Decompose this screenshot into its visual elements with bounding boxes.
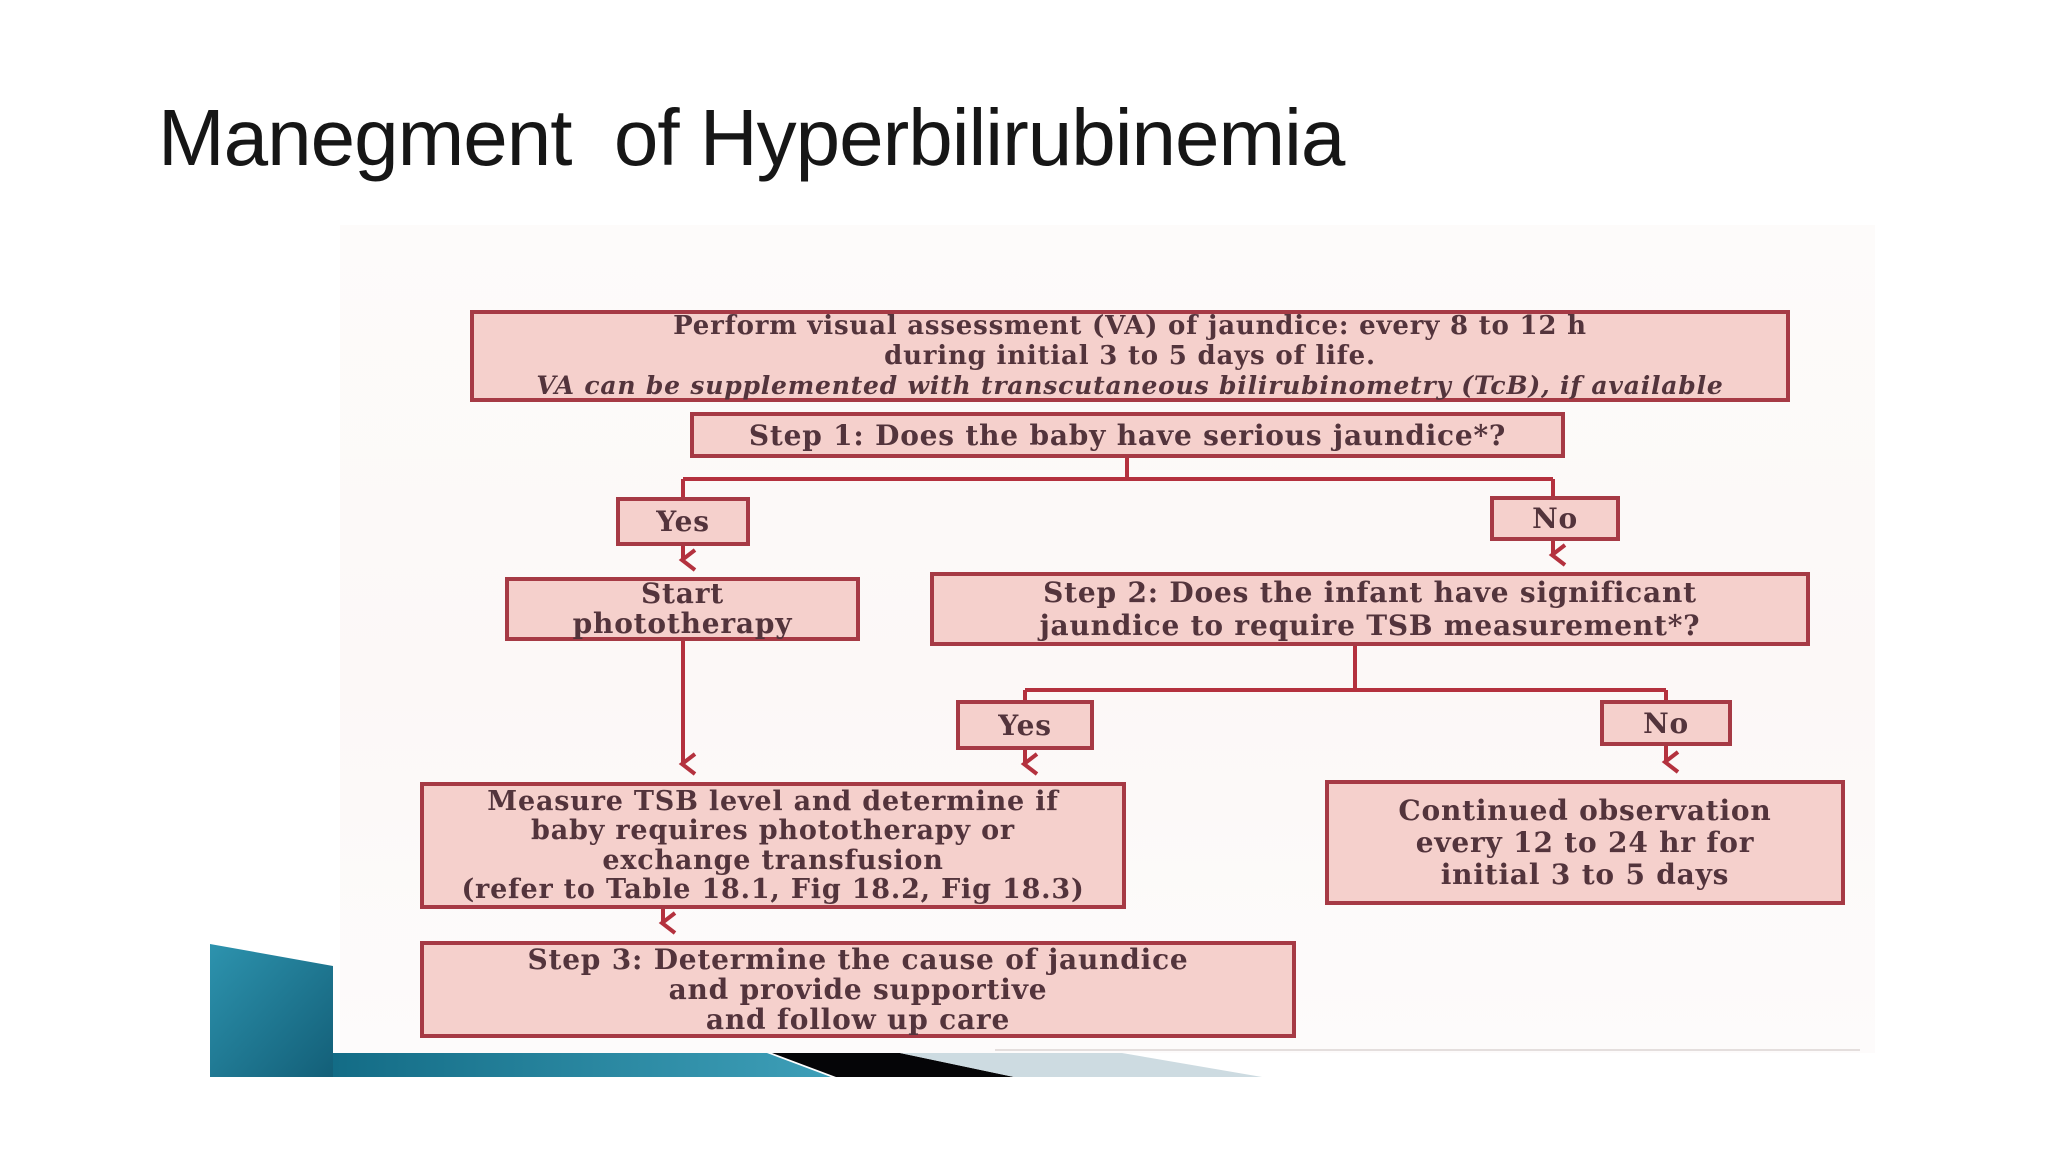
node-step1-no: No bbox=[1490, 496, 1620, 541]
node-text-line: Perform visual assessment (VA) of jaundi… bbox=[673, 311, 1587, 341]
node-text-line: Start bbox=[641, 577, 724, 610]
node-text-line: and provide supportive bbox=[668, 972, 1048, 1006]
node-start-phototherapy: Start phototherapy bbox=[505, 577, 860, 641]
node-text-line: phototherapy bbox=[572, 607, 793, 640]
node-text-line: jaundice to require TSB measurement*? bbox=[1039, 609, 1701, 642]
node-visual-assessment: Perform visual assessment (VA) of jaundi… bbox=[470, 310, 1790, 402]
slide-title: Manegment of Hyperbilirubinemia bbox=[158, 93, 1345, 182]
node-text-line: Yes bbox=[656, 505, 710, 538]
node-text-line: Step 3: Determine the cause of jaundice bbox=[527, 942, 1189, 976]
node-text-line: and follow up care bbox=[705, 1002, 1011, 1036]
node-text-line: No bbox=[1532, 502, 1578, 535]
node-text-line: every 12 to 24 hr for bbox=[1415, 825, 1755, 859]
node-step2-question: Step 2: Does the infant have significant… bbox=[930, 572, 1810, 646]
node-text-line: Step 2: Does the infant have significant bbox=[1043, 576, 1697, 609]
node-text-line: Continued observation bbox=[1398, 793, 1772, 827]
node-text-line: Yes bbox=[998, 708, 1052, 742]
deco-teal-flag bbox=[210, 944, 333, 1077]
node-text-line: during initial 3 to 5 days of life. bbox=[884, 341, 1376, 371]
node-text-line-italic: VA can be supplemented with transcutaneo… bbox=[536, 371, 1724, 400]
node-text-line: Step 1: Does the baby have serious jaund… bbox=[748, 418, 1507, 452]
node-step2-yes: Yes bbox=[956, 700, 1094, 750]
node-text-line: No bbox=[1643, 706, 1689, 740]
node-step1-yes: Yes bbox=[616, 497, 750, 546]
node-step1-question: Step 1: Does the baby have serious jaund… bbox=[690, 412, 1565, 458]
node-continued-observation: Continued observation every 12 to 24 hr … bbox=[1325, 780, 1845, 905]
node-step2-no: No bbox=[1600, 700, 1732, 746]
node-text-line: Measure TSB level and determine if bbox=[487, 785, 1059, 817]
node-measure-tsb: Measure TSB level and determine if baby … bbox=[420, 782, 1126, 909]
node-text-line: exchange transfusion bbox=[602, 844, 944, 876]
deco-gray-ribbon bbox=[900, 1053, 1262, 1077]
deco-teal-bar bbox=[333, 1053, 831, 1077]
node-text-line: baby requires phototherapy or bbox=[531, 815, 1015, 846]
node-text-line: (refer to Table 18.1, Fig 18.2, Fig 18.3… bbox=[461, 874, 1085, 905]
node-step3-determine-cause: Step 3: Determine the cause of jaundice … bbox=[420, 941, 1296, 1038]
deco-black-ribbon bbox=[772, 1053, 1014, 1077]
node-text-line: initial 3 to 5 days bbox=[1440, 857, 1730, 891]
